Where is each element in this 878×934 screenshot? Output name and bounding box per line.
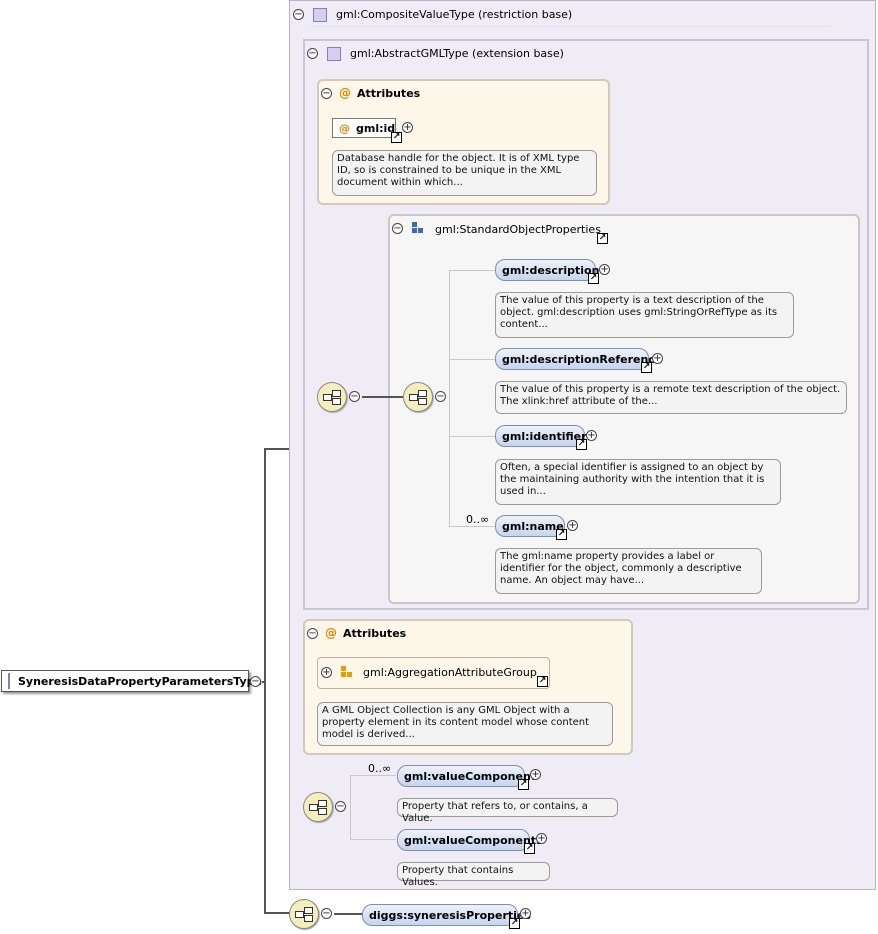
branch-line xyxy=(449,526,495,527)
branch-line xyxy=(350,839,396,840)
reference-arrow-icon[interactable]: ↗ xyxy=(537,676,548,687)
expand-button[interactable]: + xyxy=(402,121,413,133)
connector-line xyxy=(264,448,266,914)
connector-line xyxy=(264,912,290,914)
choice-compositor-icon[interactable] xyxy=(303,792,333,822)
expand-button[interactable]: + xyxy=(530,768,541,780)
group-expand-button[interactable]: + xyxy=(321,666,332,678)
root-collapse-button[interactable]: − xyxy=(250,675,261,687)
element-gml-identifier[interactable]: gml:identifier xyxy=(495,425,587,447)
sequence-collapse-button[interactable]: − xyxy=(321,907,332,919)
reference-arrow-icon[interactable]: ↗ xyxy=(588,273,599,284)
attribute-label: gml:id xyxy=(356,121,396,135)
element-gml-description[interactable]: gml:description xyxy=(495,259,600,281)
branch-line xyxy=(449,359,495,360)
branch-line xyxy=(350,775,396,776)
multiplicity-label: 0..∞ xyxy=(368,762,392,775)
sequence-collapse-button[interactable]: − xyxy=(435,390,446,402)
reference-arrow-icon[interactable]: ↗ xyxy=(518,779,529,790)
annotation-note: The gml:name property provides a label o… xyxy=(495,548,762,594)
annotation-note: The value of this property is a remote t… xyxy=(495,381,847,414)
element-label: gml:name xyxy=(502,519,564,533)
attributes-collapse-button[interactable]: − xyxy=(307,627,318,639)
element-gml-name[interactable]: gml:name xyxy=(495,515,565,537)
complex-type-icon xyxy=(8,673,10,689)
expand-button[interactable]: + xyxy=(520,907,531,919)
attribute-icon: @ xyxy=(325,626,337,640)
attribute-icon: @ xyxy=(339,121,350,135)
element-gml-value-component[interactable]: gml:valueComponent xyxy=(397,765,536,787)
branch-line xyxy=(350,775,351,839)
connector-line xyxy=(362,396,403,398)
reference-arrow-icon[interactable]: ↗ xyxy=(524,843,535,854)
composite-collapse-button[interactable]: − xyxy=(293,8,304,20)
expand-button[interactable]: + xyxy=(536,832,547,844)
annotation-note: The value of this property is a text des… xyxy=(495,292,794,338)
branch-line xyxy=(449,270,450,526)
attributes-collapse-button[interactable]: − xyxy=(321,87,332,99)
abstract-header: gml:AbstractGMLType (extension base) xyxy=(350,47,564,60)
reference-arrow-icon[interactable]: ↗ xyxy=(641,362,652,373)
std-collapse-button[interactable]: − xyxy=(392,222,403,234)
std-header: gml:StandardObjectProperties xyxy=(435,223,601,236)
expand-button[interactable]: + xyxy=(586,429,597,441)
reference-arrow-icon[interactable]: ↗ xyxy=(509,918,520,929)
attributes-header: Attributes xyxy=(343,627,407,640)
complex-type-icon xyxy=(313,8,327,22)
element-label: gml:valueComponent xyxy=(404,769,537,783)
expand-button[interactable]: + xyxy=(652,352,663,364)
abstract-collapse-button[interactable]: − xyxy=(307,47,318,59)
reference-arrow-icon[interactable]: ↗ xyxy=(576,439,587,450)
annotation-note: Property that refers to, or contains, a … xyxy=(397,798,618,824)
annotation-note: A GML Object Collection is any GML Objec… xyxy=(317,702,613,746)
element-label: gml:descriptionReference xyxy=(502,352,663,366)
element-label: gml:description xyxy=(502,263,600,277)
reference-arrow-icon[interactable]: ↗ xyxy=(391,132,402,143)
element-gml-value-components[interactable]: gml:valueComponents xyxy=(397,829,543,851)
connector-line xyxy=(264,448,290,450)
attributes-header: Attributes xyxy=(357,87,421,100)
branch-line xyxy=(449,270,495,271)
sequence-collapse-button[interactable]: − xyxy=(349,390,360,402)
expand-button[interactable]: + xyxy=(599,263,610,275)
connector-line xyxy=(334,913,362,915)
branch-line xyxy=(449,436,495,437)
reference-arrow-icon[interactable]: ↗ xyxy=(597,233,608,244)
attribute-group-label: gml:AggregationAttributeGroup xyxy=(363,666,537,679)
attribute-icon: @ xyxy=(339,86,351,100)
attribute-group-icon xyxy=(341,666,355,680)
attribute-group-box[interactable] xyxy=(317,657,550,689)
annotation-note: Often, a special identifier is assigned … xyxy=(495,459,781,505)
header-underline xyxy=(310,26,830,27)
attribute-gml-id[interactable]: @ gml:id xyxy=(332,118,396,138)
complex-type-icon xyxy=(327,47,341,61)
annotation-note: Database handle for the object. It is of… xyxy=(332,150,597,196)
choice-collapse-button[interactable]: − xyxy=(335,800,346,812)
sequence-compositor-icon[interactable] xyxy=(403,382,433,412)
group-icon xyxy=(412,222,426,236)
element-label: gml:identifier xyxy=(502,429,587,443)
element-label: gml:valueComponents xyxy=(404,833,543,847)
element-label: diggs:syneresisProperties xyxy=(369,908,531,922)
root-type-label: SyneresisDataPropertyParametersType xyxy=(18,674,262,688)
root-type-box[interactable]: SyneresisDataPropertyParametersType xyxy=(1,670,262,692)
composite-header: gml:CompositeValueType (restriction base… xyxy=(336,8,573,21)
expand-button[interactable]: + xyxy=(567,519,578,531)
element-gml-description-reference[interactable]: gml:descriptionReference xyxy=(495,348,662,370)
annotation-note: Property that contains Values. xyxy=(397,862,550,888)
element-diggs-syneresis-properties[interactable]: diggs:syneresisProperties xyxy=(362,904,531,926)
sequence-compositor-icon[interactable] xyxy=(289,899,319,929)
sequence-compositor-icon[interactable] xyxy=(317,382,347,412)
multiplicity-label: 0..∞ xyxy=(466,513,490,526)
reference-arrow-icon[interactable]: ↗ xyxy=(556,529,567,540)
